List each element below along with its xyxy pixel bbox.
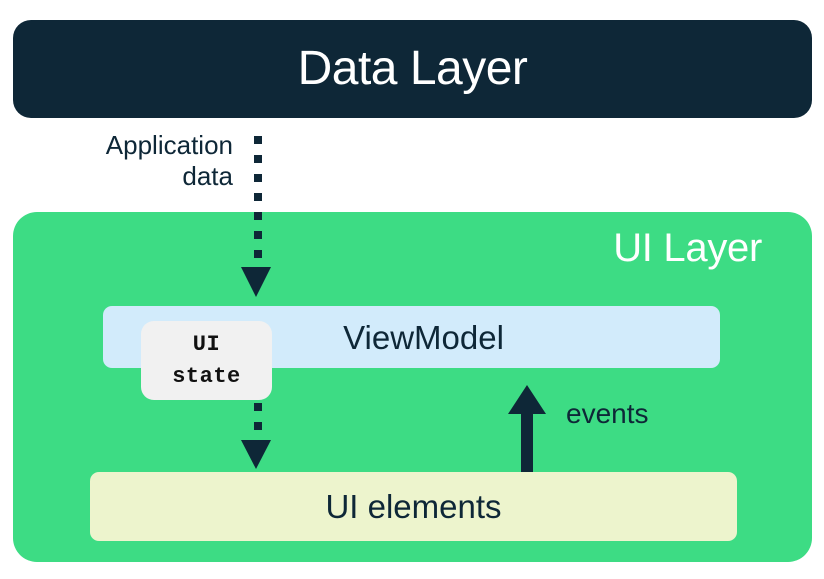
ui-state-line-2: state xyxy=(172,363,241,389)
application-data-label: Application data xyxy=(55,130,233,191)
application-data-line-1: Application xyxy=(105,130,233,160)
ui-elements-label: UI elements xyxy=(325,488,502,525)
events-label: events xyxy=(566,398,649,429)
data-layer-title: Data Layer xyxy=(297,42,528,95)
ui-layer-title: UI Layer xyxy=(613,226,762,270)
viewmodel-label: ViewModel xyxy=(343,318,504,356)
ui-state-line-1: UI xyxy=(192,332,221,358)
ui-state-chip: UI state xyxy=(141,321,272,400)
data-layer-box: Data Layer xyxy=(13,20,812,118)
ui-elements-box: UI elements xyxy=(90,472,737,541)
application-data-line-2: data xyxy=(182,160,233,191)
